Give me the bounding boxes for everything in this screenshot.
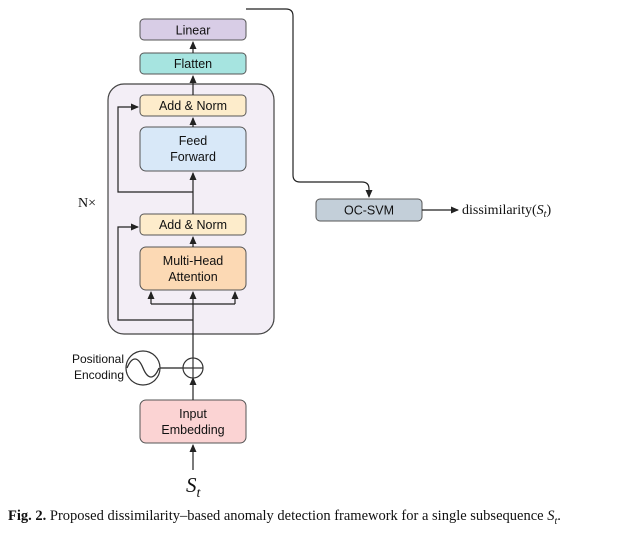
output-label: dissimilarity(St) [462,203,551,220]
feed-forward-block: Feed Forward [139,126,247,172]
figure-caption: Fig. 2. Proposed dissimilarity–based ano… [8,508,636,528]
attention-label-line2: Attention [168,270,217,284]
positional-encoding-label-line2: Encoding [74,368,124,382]
output-suffix: ) [546,203,551,218]
input-symbol-subscript: t [197,486,202,501]
add-norm-top-label: Add & Norm [159,99,227,113]
encoder-block [107,83,275,335]
add-norm-bottom-block: Add & Norm [139,213,247,236]
caption-subscript: t [554,515,558,527]
oc-svm-block: OC-SVM [315,198,423,222]
output-subscript: t [544,209,547,220]
feed-forward-label-line2: Forward [170,150,216,164]
caption-end: . [557,508,561,524]
output-prefix: dissimilarity( [462,203,537,218]
caption-symbol: S [547,508,555,524]
input-symbol: St [186,473,202,501]
connectors [117,8,459,470]
linear-label: Linear [176,24,211,38]
arrow-linear-to-ocsvm [246,8,373,198]
caption-label: Fig. 2. [8,508,47,524]
input-symbol-main: S [186,473,197,497]
sum-node-icon [182,357,204,379]
repeat-label: N× [78,196,96,211]
residual-connection-2 [117,103,193,193]
oc-svm-label: OC-SVM [344,204,394,218]
input-embedding-block: Input Embedding [139,399,247,444]
linear-block: Linear [139,18,247,41]
add-norm-top-block: Add & Norm [139,94,247,117]
input-embedding-label-line2: Embedding [161,423,224,437]
flatten-label: Flatten [174,57,212,71]
input-embedding-label-line1: Input [179,407,207,421]
caption-text: Proposed dissimilarity–based anomaly det… [49,508,548,524]
multi-head-attention-block: Multi-Head Attention [139,246,247,291]
feed-forward-label-line1: Feed [179,134,208,148]
residual-connection-1 [117,223,193,321]
output-symbol: S [537,203,544,218]
flatten-block: Flatten [139,52,247,75]
positional-encoding-label-line1: Positional [72,352,124,366]
attention-label-line1: Multi-Head [163,254,223,268]
add-norm-bottom-label: Add & Norm [159,218,227,232]
positional-encoding-icon [125,350,161,386]
